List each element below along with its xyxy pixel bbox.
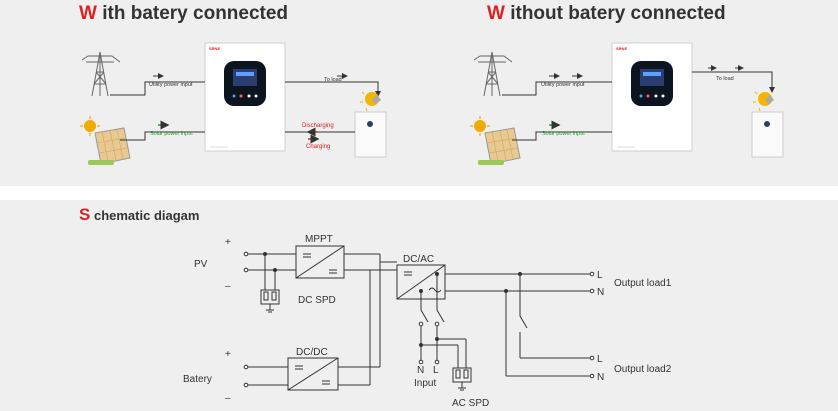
solar-panel-icon: [470, 116, 521, 165]
out2-n-label: N: [597, 372, 604, 383]
without-battery-diagram: SRNE Utility power input To load Solar p…: [470, 42, 784, 165]
title-schematic: S chematic diagam: [79, 205, 200, 224]
out1-l-label: L: [597, 270, 603, 281]
pv-plus-label: +: [225, 237, 231, 248]
inverter-device: SRNE: [611, 42, 693, 152]
pv-minus-label: –: [225, 281, 231, 292]
light-bulb-icon: [360, 91, 381, 112]
input-n-label: N: [417, 365, 424, 376]
to-load-label: To load: [716, 76, 734, 82]
dc-spd-label: DC SPD: [298, 295, 336, 306]
panel-divider: [0, 186, 838, 200]
pv-label: PV: [194, 259, 208, 270]
svg-text:SRNE: SRNE: [616, 46, 627, 51]
light-bulb-icon: [753, 91, 774, 112]
input-label: Input: [414, 378, 436, 389]
discharging-label: Discharging: [302, 123, 334, 129]
bottom-panel: [0, 200, 838, 411]
mppt-label: MPPT: [305, 234, 333, 245]
schematic-diagram: [243, 245, 595, 391]
title-with-battery: W ith batery connected: [79, 3, 289, 24]
battery-label: Batery: [183, 374, 212, 385]
top-panel: [0, 0, 838, 186]
dcdc-label: DC/DC: [296, 347, 328, 358]
to-load-label: To load: [324, 77, 342, 83]
battery-plus-label: +: [225, 349, 231, 360]
battery-device: [354, 111, 387, 158]
dcac-label: DC/AC: [403, 254, 434, 265]
inverter-device: SRNE: [204, 42, 286, 152]
svg-text:SRNE: SRNE: [209, 46, 220, 51]
solar-panel-icon: [80, 116, 131, 165]
solar-input-label: Solar power input: [150, 131, 193, 137]
output-load1-label: Output load1: [614, 278, 672, 289]
utility-input-label: Utility power input: [149, 82, 193, 88]
title-without-battery: W ithout batery connected: [487, 3, 726, 24]
power-pylon-icon: [473, 51, 513, 97]
input-l-label: L: [433, 365, 439, 376]
out1-n-label: N: [597, 287, 604, 298]
charging-label: Charging: [306, 144, 330, 150]
utility-input-label: Utility power input: [541, 82, 585, 88]
with-battery-diagram: SRNE Utility power input To load Solar p…: [80, 42, 387, 165]
output-load2-label: Output load2: [614, 364, 672, 375]
ac-spd-label: AC SPD: [452, 398, 489, 409]
solar-input-label: Solar power input: [542, 131, 585, 137]
power-pylon-icon: [81, 51, 121, 97]
battery-minus-label: –: [225, 393, 231, 404]
battery-device: [751, 111, 784, 158]
out2-l-label: L: [597, 354, 603, 365]
